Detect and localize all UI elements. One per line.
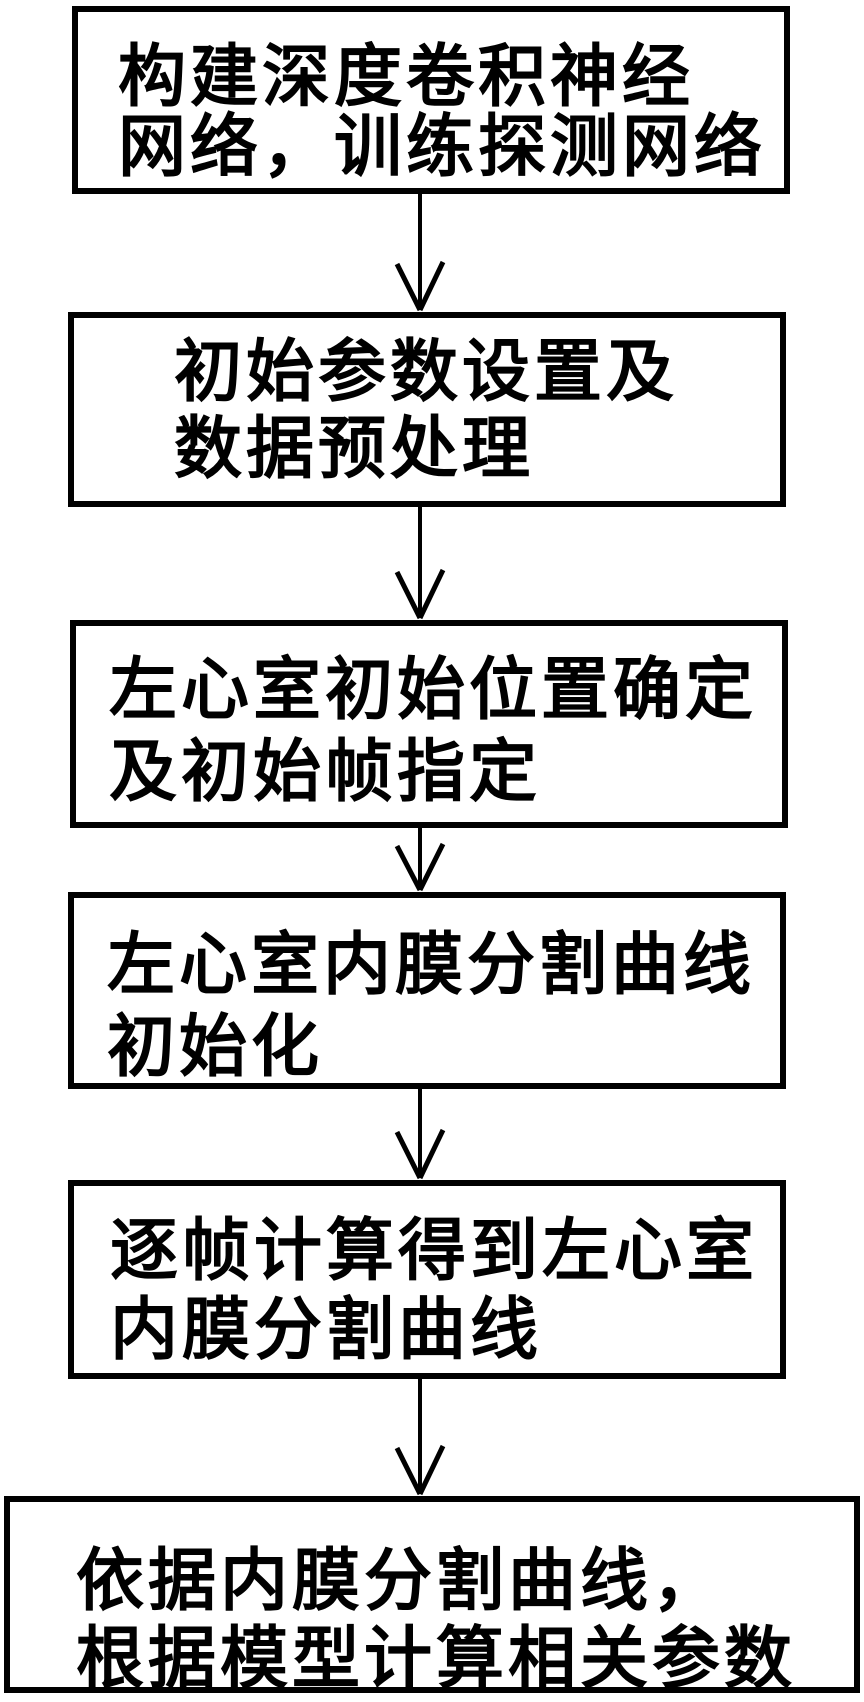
step-text-line: 数据预处理: [174, 411, 535, 487]
step-text-line: 网络，训练探测网络: [118, 109, 767, 185]
step-text-line: 及初始帧指定: [109, 734, 542, 810]
step-box-compute-parameters: 依据内膜分割曲线， 根据模型计算相关参数: [4, 1496, 860, 1697]
step-text-line: 构建深度卷积神经: [118, 39, 695, 115]
step-text-line: 内膜分割曲线: [110, 1292, 543, 1368]
down-arrow-icon: [388, 507, 452, 620]
down-arrow-icon: [388, 194, 452, 312]
step-box-lv-initial-position: 左心室初始位置确定 及初始帧指定: [70, 620, 788, 828]
step-text-line: 初始化: [107, 1009, 324, 1085]
step-text-line: 逐帧计算得到左心室: [110, 1213, 759, 1289]
down-arrow-icon: [388, 828, 452, 892]
step-box-framewise-curve-compute: 逐帧计算得到左心室 内膜分割曲线: [68, 1180, 786, 1379]
down-arrow-icon: [388, 1379, 452, 1496]
step-box-endocardium-curve-init: 左心室内膜分割曲线 初始化: [68, 892, 786, 1089]
step-box-build-train-network: 构建深度卷积神经 网络，训练探测网络: [72, 6, 790, 194]
step-text-line: 依据内膜分割曲线，: [76, 1543, 725, 1619]
step-text-line: 初始参数设置及: [174, 334, 679, 410]
down-arrow-icon: [388, 1089, 452, 1180]
step-text-line: 左心室初始位置确定: [109, 652, 758, 728]
step-text-line: 根据模型计算相关参数: [76, 1621, 797, 1697]
step-box-init-params-preprocess: 初始参数设置及 数据预处理: [68, 312, 786, 507]
step-text-line: 左心室内膜分割曲线: [107, 927, 756, 1003]
